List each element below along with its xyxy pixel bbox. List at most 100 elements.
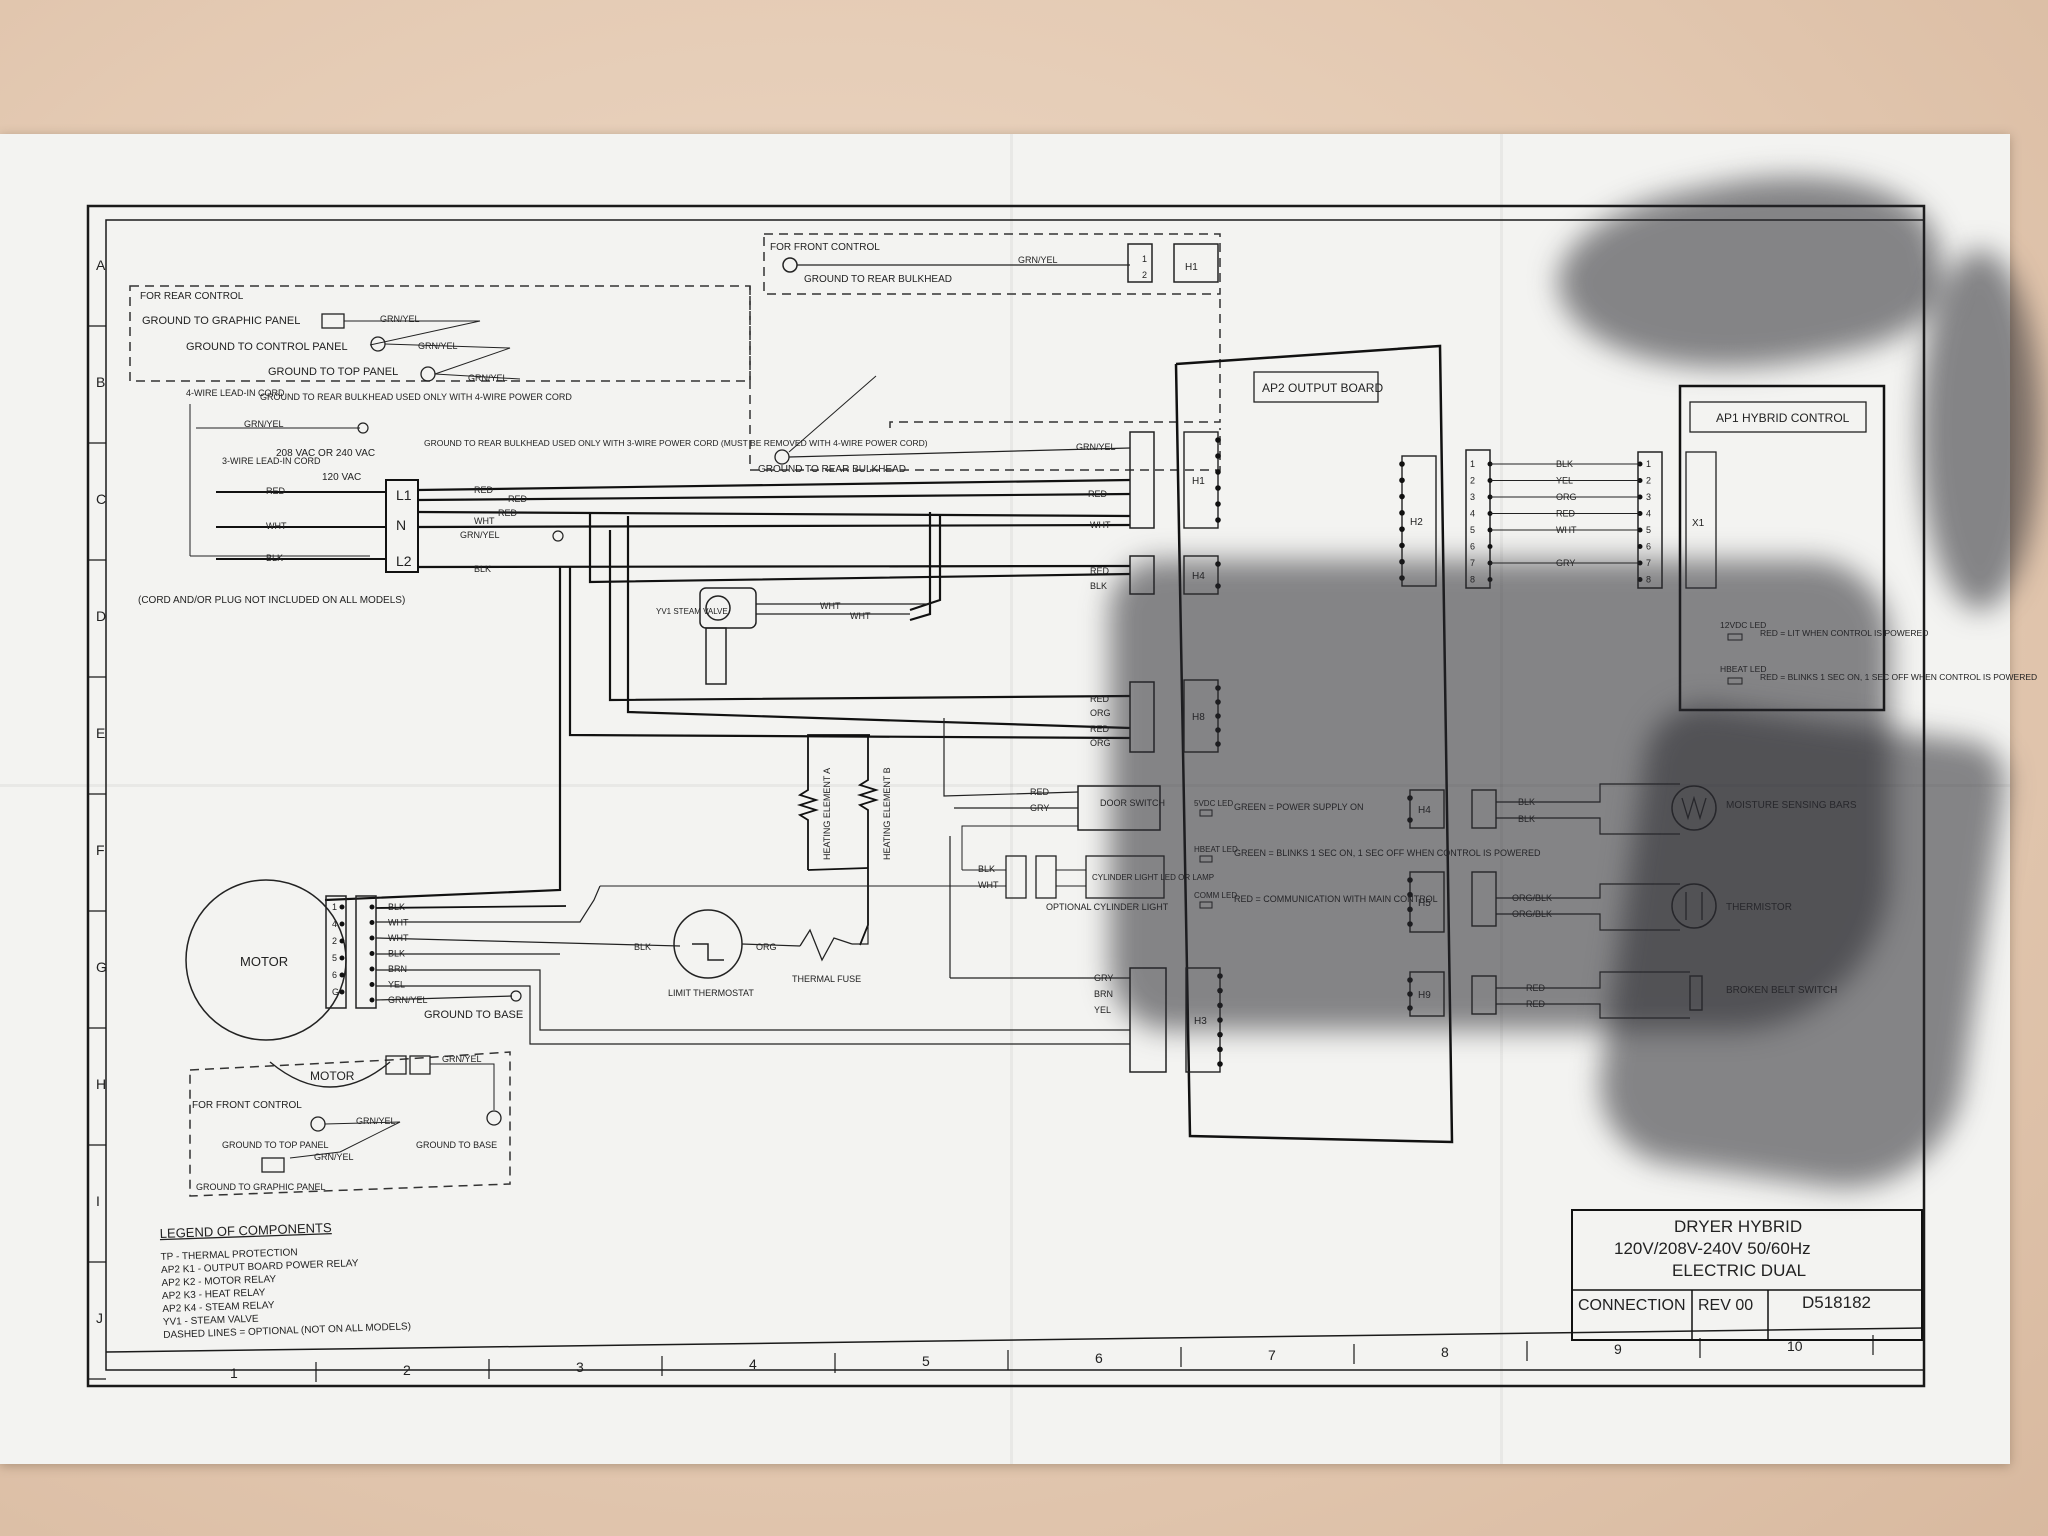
heating-element-a-label: HEATING ELEMENT A xyxy=(822,768,832,860)
cyl-wire-blk: BLK xyxy=(978,864,995,874)
harness-left-pin-2: 3 xyxy=(1470,492,1475,502)
rear-control-title: FOR REAR CONTROL xyxy=(140,291,244,302)
steam-valve-wire-1: WHT xyxy=(820,601,841,611)
row-letter-j: J xyxy=(96,1310,103,1326)
broken-belt-switch-label: BROKEN BELT SWITCH xyxy=(1726,985,1837,996)
harness-wire-1: YEL xyxy=(1556,476,1573,486)
main-power-wires xyxy=(324,478,1131,902)
sensor-group: BLK BLK MOISTURE SENSING BARS ORG/BLK OR… xyxy=(1471,783,1857,1019)
col-number-3: 3 xyxy=(576,1359,584,1375)
title-connection: CONNECTION xyxy=(1578,1297,1686,1314)
row-letter-b: B xyxy=(96,374,105,390)
front-bottom-wire-3: GRN/YEL xyxy=(314,1152,354,1162)
rear-ground-graphic-panel: GROUND TO GRAPHIC PANEL xyxy=(142,315,300,327)
header-pin xyxy=(1215,583,1221,589)
header-pin xyxy=(1407,1005,1413,1011)
row-letter-d: D xyxy=(96,608,106,624)
h3-wire-2: YEL xyxy=(1094,1005,1111,1015)
cylinder-light-label: CYLINDER LIGHT LED OR LAMP xyxy=(1092,873,1214,882)
h4-wire-blk: BLK xyxy=(1090,581,1107,591)
row-letter-a: A xyxy=(96,257,106,273)
front-bottom-wire-2: GRN/YEL xyxy=(356,1116,396,1126)
harness-wire-2: ORG xyxy=(1556,492,1577,502)
legend-item-2: AP2 K2 - MOTOR RELAY xyxy=(161,1274,276,1289)
motor-wire-4: BRN xyxy=(388,964,407,974)
col-number-4: 4 xyxy=(749,1356,757,1372)
header-pin xyxy=(1217,1061,1223,1067)
rear-wire-3: GRN/YEL xyxy=(468,373,508,383)
front-control-top-pin-1: 1 xyxy=(1142,254,1147,264)
legend: LEGEND OF COMPONENTS TP - THERMAL PROTEC… xyxy=(160,1220,412,1341)
header-pin xyxy=(1215,469,1221,475)
door-switch-label: DOOR SWITCH xyxy=(1100,798,1165,808)
fold-line-vertical-1 xyxy=(1010,134,1013,1464)
hybrid-led-1-desc: RED = BLINKS 1 SEC ON, 1 SEC OFF WHEN CO… xyxy=(1760,672,2037,682)
output-board-title: AP2 OUTPUT BOARD xyxy=(1262,381,1383,395)
row-letter-g: G xyxy=(96,959,107,975)
main-wire-red-2: RED xyxy=(508,494,528,504)
board-header-5: H4 xyxy=(1418,805,1431,816)
header-pin xyxy=(1217,987,1223,994)
legend-item-3: AP2 K3 - HEAT RELAY xyxy=(162,1287,266,1302)
rear-wire-2: GRN/YEL xyxy=(418,341,458,351)
h3-wire-0: GRY xyxy=(1094,973,1113,983)
main-wire-red-3: RED xyxy=(498,508,518,518)
header-pin xyxy=(1399,575,1405,581)
thermal-fuse-label: THERMAL FUSE xyxy=(792,974,861,984)
harness-right-pin-2: 3 xyxy=(1646,492,1651,502)
front-control-top-wire: GRN/YEL xyxy=(1018,255,1058,265)
four-wire-cord-label: 4-WIRE LEAD-IN CORD xyxy=(186,388,285,398)
row-letter-h: H xyxy=(96,1076,106,1092)
thermistor-wire-1: ORG/BLK xyxy=(1512,893,1552,903)
header-pin xyxy=(1399,542,1405,549)
harness-left-pin-6: 7 xyxy=(1470,558,1475,568)
front-bottom-ground-base: GROUND TO BASE xyxy=(416,1140,497,1150)
header-pin xyxy=(1399,526,1405,532)
harness-left-pin-1: 2 xyxy=(1470,476,1475,486)
terminal-l1: L1 xyxy=(396,487,412,503)
cord-grnyel-upper: GRN/YEL xyxy=(244,419,284,429)
harness-left-pin-3: 4 xyxy=(1470,509,1475,519)
main-wire-wht: WHT xyxy=(474,516,495,526)
harness-wire-3: RED xyxy=(1556,509,1576,519)
col-number-1: 1 xyxy=(230,1365,238,1381)
steam-valve: YV1 STEAM VALVE WHT WHT xyxy=(656,587,930,685)
col-number-10: 10 xyxy=(1787,1338,1803,1354)
motor-pin-1: 4 xyxy=(332,919,337,929)
header-pin xyxy=(1217,1046,1223,1053)
cylinder-optional-label: OPTIONAL CYLINDER LIGHT xyxy=(1046,902,1169,912)
row-letter-c: C xyxy=(96,491,106,507)
belt-wire-1: RED xyxy=(1526,983,1546,993)
title-rev: REV 00 xyxy=(1698,1297,1753,1314)
board-led-2-desc: RED = COMMUNICATION WITH MAIN CONTROL xyxy=(1234,894,1438,904)
legend-item-0: TP - THERMAL PROTECTION xyxy=(160,1247,297,1263)
board-header-2: H8 xyxy=(1192,712,1205,723)
harness-right-pin-4: 5 xyxy=(1646,525,1651,535)
board-header-3: H2 xyxy=(1410,517,1423,528)
h1-wire-red: RED xyxy=(1088,489,1108,499)
voltage-120: 120 VAC xyxy=(322,472,361,483)
harness-wire-0: BLK xyxy=(1556,459,1573,469)
cord-wire-blk: BLK xyxy=(266,553,283,563)
harness-right-pin-6: 7 xyxy=(1646,558,1651,568)
rear-ground-top-panel: GROUND TO TOP PANEL xyxy=(268,366,398,378)
header-pin xyxy=(1217,1031,1223,1038)
col-number-6: 6 xyxy=(1095,1350,1103,1366)
title-block: DRYER HYBRID 120V/208V-240V 50/60Hz ELEC… xyxy=(1571,1209,1923,1341)
front-bottom-title: FOR FRONT CONTROL xyxy=(192,1100,302,1111)
heating-elements xyxy=(796,734,880,946)
harness-wire-4: WHT xyxy=(1556,525,1577,535)
header-pin xyxy=(1407,877,1413,883)
door-switch-group: RED GRY DOOR SWITCH BLK WHT CYLINDER LIG… xyxy=(600,718,1214,912)
moisture-sensing-bars-label: MOISTURE SENSING BARS xyxy=(1726,800,1857,811)
front-bottom-motor-label: MOTOR xyxy=(310,1069,355,1083)
cord-wire-red: RED xyxy=(266,486,286,496)
